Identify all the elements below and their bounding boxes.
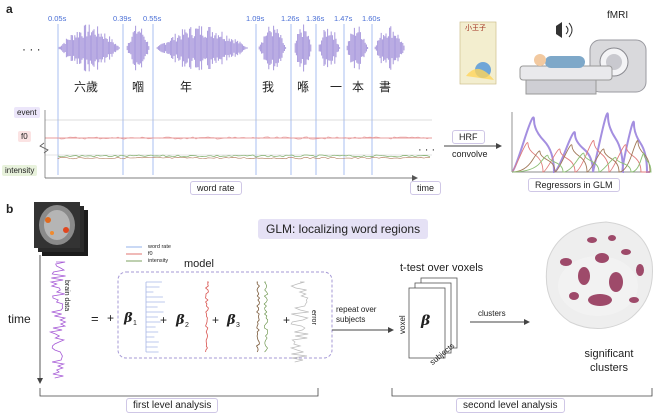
timestamp-1: 0.39s	[113, 14, 132, 23]
timestamp-5: 1.36s	[306, 14, 325, 23]
beta-2: β	[176, 313, 185, 328]
time-label: time	[8, 312, 31, 326]
plus-3: +	[212, 313, 220, 327]
first-level-label: first level analysis	[126, 398, 219, 413]
ttest-label: t-test over voxels	[400, 262, 484, 274]
regressors-label: Regressors in GLM	[528, 178, 620, 192]
hrf-label: HRF	[452, 130, 485, 144]
word-rate-label: word rate	[190, 181, 242, 195]
beta-3-sub: 3	[236, 322, 240, 329]
voxel-label: voxel	[398, 315, 407, 334]
timestamp-0: 0.05s	[48, 14, 67, 23]
convolve-label: convolve	[452, 149, 488, 159]
word-7: 書	[379, 80, 392, 94]
plus-4: +	[283, 313, 291, 327]
panel-a-letter: a	[6, 2, 13, 16]
ellipsis-right: · · ·	[418, 144, 436, 156]
significant-clusters-label: significant clusters	[584, 348, 634, 374]
word-6: 本	[352, 80, 365, 94]
word-5: 一	[330, 80, 343, 94]
word-3: 我	[262, 80, 275, 94]
beta-2-sub: 2	[185, 322, 189, 329]
timestamp-7: 1.60s	[362, 14, 381, 23]
time-axis-label: time	[410, 181, 442, 195]
beta-box-label: β	[421, 313, 431, 329]
word-0: 六歲	[74, 80, 99, 94]
brain-data-label: brain data	[63, 280, 70, 312]
timestamp-2: 0.55s	[143, 14, 162, 23]
fmri-label: fMRI	[607, 10, 629, 21]
repeat-label: repeat over subjects	[336, 305, 377, 324]
word-4: 喺	[297, 80, 310, 94]
f0-track-label: f0	[18, 131, 31, 142]
clusters-label: clusters	[478, 309, 506, 318]
second-level-label: second level analysis	[456, 398, 565, 413]
intensity-track-label: intensity	[2, 165, 38, 176]
beta-1-sub: 1	[133, 320, 137, 327]
plus-1: +	[107, 311, 115, 325]
beta-3: β	[227, 313, 236, 328]
timestamp-4: 1.26s	[281, 14, 300, 23]
beta-1: β	[124, 311, 133, 326]
error-label: error	[310, 310, 317, 325]
glm-title: GLM: localizing word regions	[258, 219, 429, 239]
book-title: 小王子	[465, 24, 486, 32]
timestamp-6: 1.47s	[334, 14, 353, 23]
legend-intensity: intensity	[148, 258, 169, 264]
panel-b-letter: b	[6, 202, 14, 216]
event-track-label: event	[14, 107, 40, 118]
legend-f0: f0	[148, 251, 153, 257]
word-1: 嗰	[132, 80, 145, 94]
glass-brain-icon	[545, 221, 653, 329]
model-label: model	[184, 258, 214, 270]
timestamp-3: 1.09s	[246, 14, 265, 23]
fmri-scanner-icon	[519, 22, 647, 95]
plus-2: +	[160, 313, 168, 327]
word-2: 年	[180, 80, 193, 94]
timestamp-lines	[57, 24, 373, 175]
speech-waveform	[58, 24, 405, 72]
equals-sign: =	[91, 311, 99, 326]
ellipsis-left: · · ·	[22, 42, 41, 56]
legend-word-rate: word rate	[148, 244, 171, 250]
brain-scan-thumbnail	[34, 202, 88, 256]
